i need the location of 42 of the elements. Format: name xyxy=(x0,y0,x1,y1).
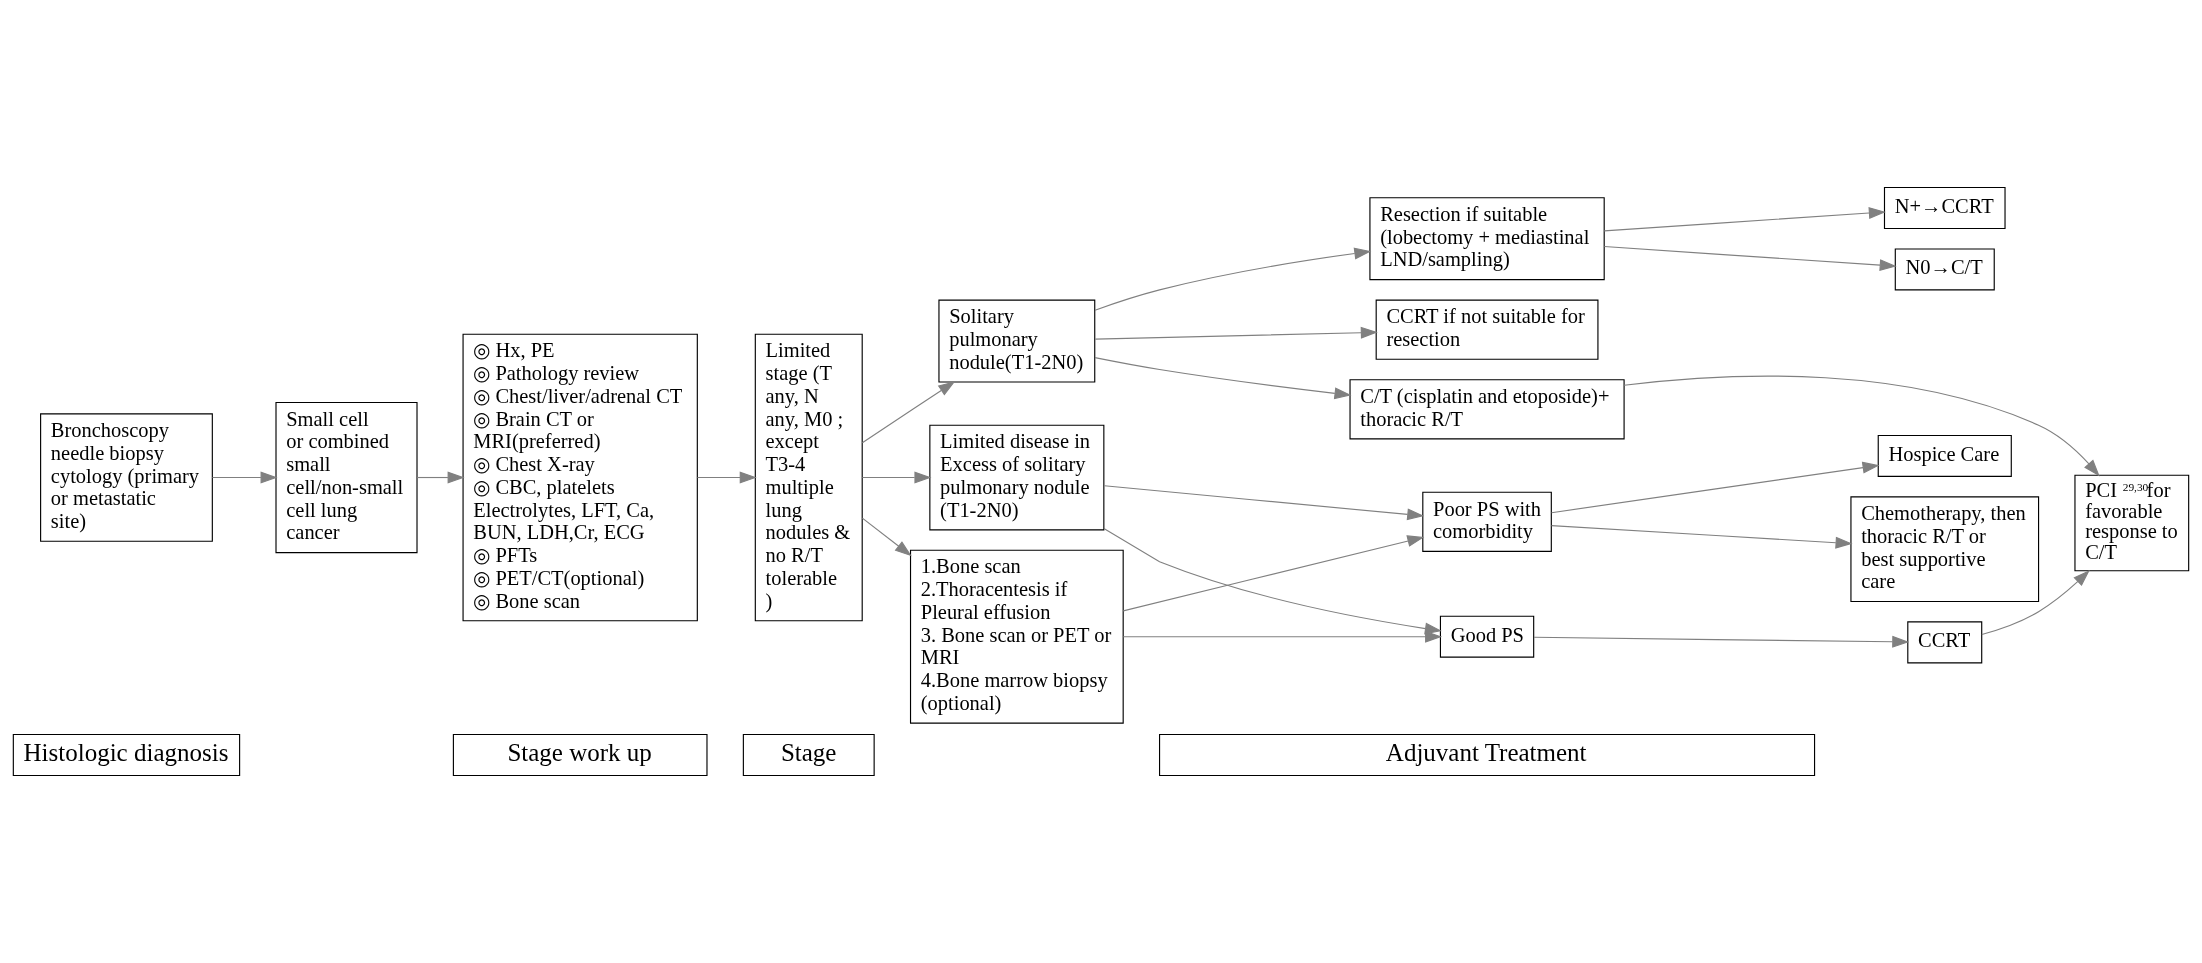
arrow xyxy=(1550,461,1880,514)
arrow xyxy=(861,471,932,484)
arrow xyxy=(1603,245,1897,272)
node-box: N0→C/T xyxy=(1894,248,1995,291)
arrow xyxy=(861,517,912,557)
arrow xyxy=(1094,357,1352,400)
node-box: CCRT xyxy=(1907,621,1983,664)
arrow xyxy=(1550,525,1853,549)
arrow xyxy=(1103,528,1442,635)
node-box: Resection if suitable (lobectomy + mediastinal LND/sampling) xyxy=(1369,197,1605,281)
node-box: Limited disease in Excess of solitary pulmonary nodule (T1-2N0) xyxy=(929,424,1105,531)
arrow xyxy=(1603,207,1886,232)
arrow xyxy=(1981,570,2090,636)
arrow xyxy=(1623,375,2100,477)
node-box: ◎ Hx, PE ◎ Pathology review ◎ Chest/liver/adrenal CT ◎ Brain CT or MRI(preferred) ◎ Chest X-ray ◎ CBC, platelets Electrolytes, LFT, Ca, BUN, LDH,Cr, ECG ◎ PFTs ◎ PET/CT(optional) ◎ Bone scan xyxy=(462,333,698,622)
node-box: C/T (cisplatin and etoposide)+ thoracic R/T xyxy=(1349,379,1625,440)
node-box: 1.Bone scan 2.Thoracentesis if Pleural effusion 3. Bone scan or PET or MRI 4.Bone marrow biopsy (optional) xyxy=(909,549,1124,724)
arrow xyxy=(1103,485,1425,521)
arrow xyxy=(696,471,757,484)
arrow xyxy=(416,471,465,484)
arrow xyxy=(1122,630,1443,643)
node-box: N+→CCRT xyxy=(1883,187,2006,230)
arrow xyxy=(861,381,956,444)
node-box: Poor PS with comorbidity xyxy=(1422,491,1552,552)
node-box: PCI $^{29,30}$for favorable response to C/T xyxy=(2074,474,2190,572)
node-box: Stage xyxy=(742,733,875,777)
node-box: Hospice Care xyxy=(1877,434,2012,477)
node-box: Histologic diagnosis xyxy=(12,733,241,777)
node-box: Stage work up xyxy=(452,733,708,777)
node-box: Limited stage (T any, N any, M0 ; except T3-4 multiple lung nodules & no R/T tolerable ) xyxy=(754,333,863,622)
arrow xyxy=(1094,326,1378,340)
node-box: Small cell or combined small cell/non-small cell lung cancer xyxy=(275,401,418,554)
node-box: Adjuvant Treatment xyxy=(1159,733,1816,777)
node-box: Bronchoscopy needle biopsy cytology (primary or metastatic site) xyxy=(40,413,213,542)
node-box: CCRT if not suitable for resection xyxy=(1375,299,1599,360)
arrow xyxy=(1533,635,1910,648)
node-box: Chemotherapy, then thoracic R/T or best supportive care xyxy=(1850,496,2040,603)
node-box: Good PS xyxy=(1439,615,1535,658)
arrow xyxy=(211,471,278,484)
arrow xyxy=(1094,247,1372,311)
node-box: Solitary pulmonary nodule(T1-2N0) xyxy=(938,299,1096,383)
arrow xyxy=(1122,535,1425,612)
